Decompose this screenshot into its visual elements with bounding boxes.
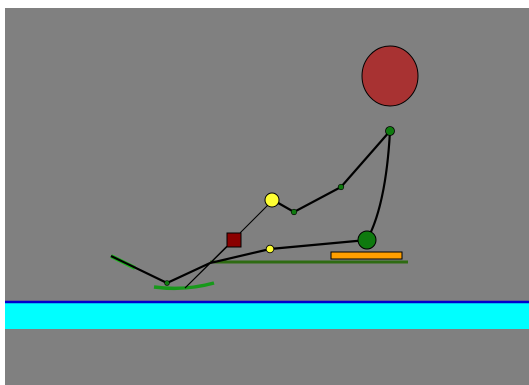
wrist-joint-icon	[291, 209, 297, 215]
water-band	[5, 302, 529, 329]
elbow-joint-icon	[338, 184, 344, 190]
hip-joint-icon	[358, 231, 376, 249]
hand-marker-icon	[265, 193, 279, 207]
head-circle-icon	[362, 46, 418, 106]
ankle-joint-icon	[165, 281, 170, 286]
neck-joint-icon	[386, 127, 395, 136]
seat-square-icon	[227, 233, 241, 247]
knee-hand-marker-icon	[266, 245, 274, 253]
seat	[331, 252, 402, 259]
